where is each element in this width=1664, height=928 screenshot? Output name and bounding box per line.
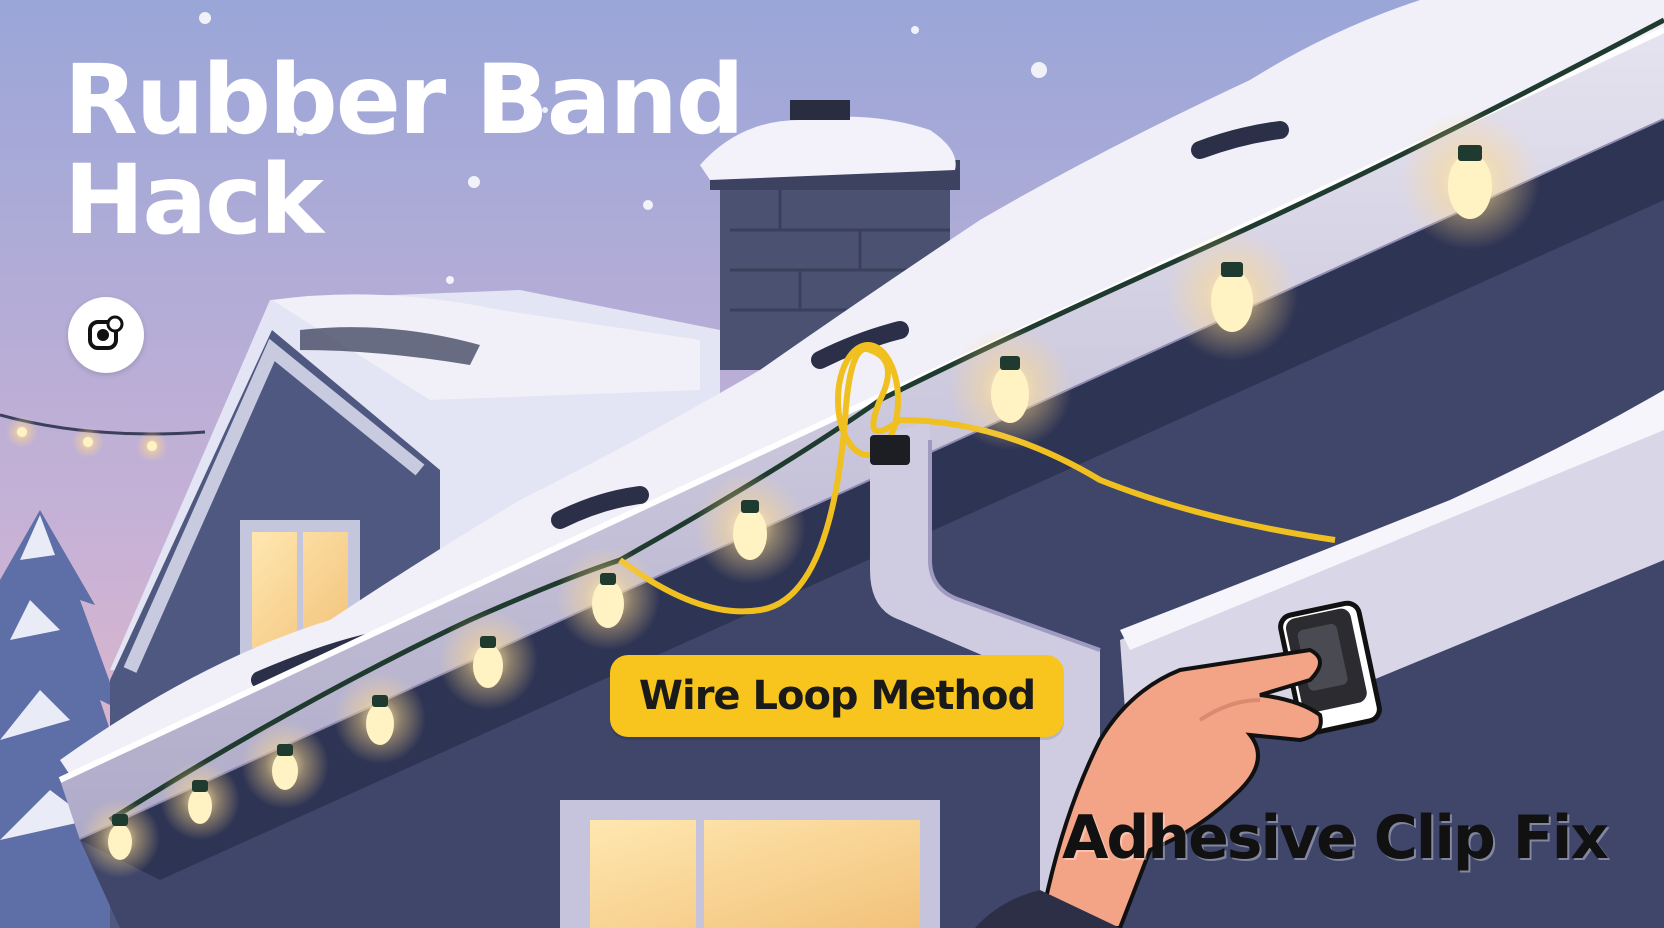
light-cord xyxy=(108,17,1664,823)
adhesive-clip xyxy=(1278,600,1382,736)
brand-badge xyxy=(68,297,144,373)
distant-lights xyxy=(6,416,168,462)
wire-loop-text: Wire Loop Method xyxy=(638,673,1036,719)
title-line-2: Hack xyxy=(64,144,324,256)
wire-loop-label: Wire Loop Method xyxy=(610,655,1064,737)
lower-window xyxy=(560,800,940,928)
bulb-caps xyxy=(112,145,1482,826)
adhesive-clip-label: Adhesive Clip Fix xyxy=(1062,803,1609,873)
camera-logo-icon xyxy=(88,315,124,350)
title-line-1: Rubber Band xyxy=(64,44,745,156)
hand xyxy=(975,647,1323,928)
yellow-wire xyxy=(618,345,1336,615)
downspout xyxy=(870,420,1101,928)
light-bulbs xyxy=(80,110,1540,878)
